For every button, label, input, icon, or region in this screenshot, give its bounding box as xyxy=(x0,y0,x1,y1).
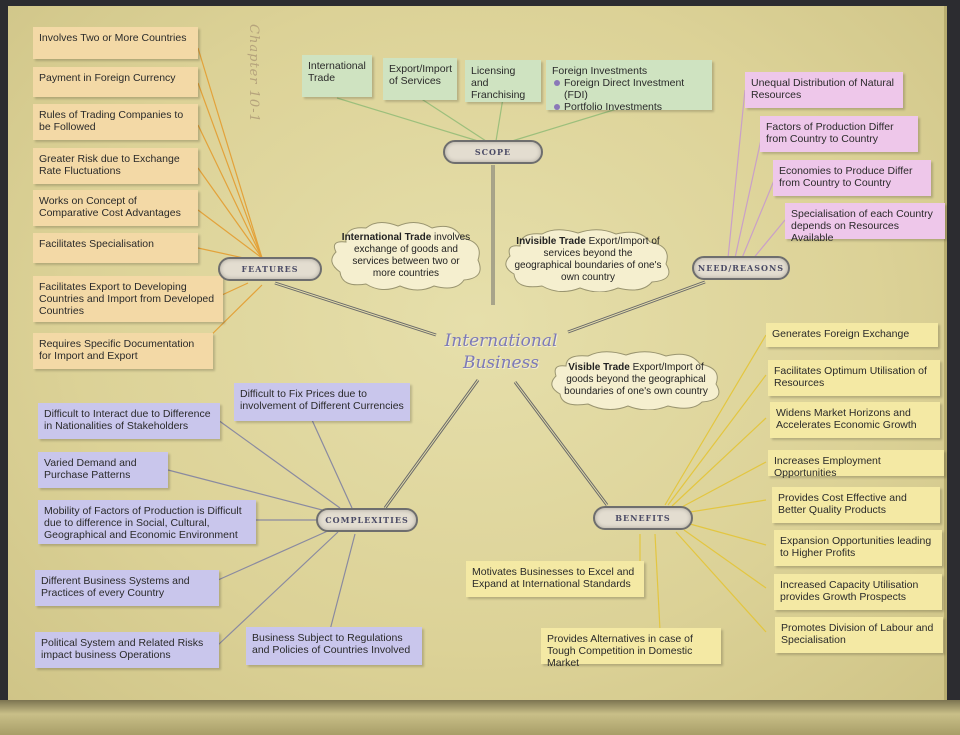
cloud-term: International Trade xyxy=(341,232,432,243)
need-item: Specialisation of each Country depends o… xyxy=(785,203,945,244)
feature-item: Works on Concept of Comparative Cost Adv… xyxy=(33,190,198,226)
center-title-line: Business xyxy=(462,353,540,373)
book-spine xyxy=(0,700,960,735)
complexity-item: Varied Demand and Purchase Patterns xyxy=(38,452,168,488)
benefit-item: Provides Alternatives in case of Tough C… xyxy=(541,628,721,669)
scope-item-foreign-investments: Foreign Investments Foreign Direct Inves… xyxy=(546,60,712,113)
benefit-item: Generates Foreign Exchange xyxy=(766,323,938,347)
need-item: Economies to Produce Differ from Country… xyxy=(773,160,931,196)
center-title: International Business xyxy=(436,330,566,374)
chapter-label: Chapter 10-1 xyxy=(246,24,261,123)
scope-item-services: Export/Import of Services xyxy=(383,58,457,100)
cloud-shape xyxy=(331,222,481,291)
center-title-line: International xyxy=(444,331,558,351)
complexity-item: Difficult to Interact due to Difference … xyxy=(38,403,220,439)
cloud-text: involves exchange of goods and services … xyxy=(352,232,471,279)
cloud-invisible-trade: Invisible Trade Export/Import of service… xyxy=(500,228,676,292)
cloud-term: Visible Trade xyxy=(568,362,630,373)
scope-fdi-title: Foreign Investments xyxy=(552,65,648,77)
cloud-term: Invisible Trade xyxy=(516,236,586,247)
benefit-item: Increased Capacity Utilisation provides … xyxy=(774,574,942,610)
benefit-item: Expansion Opportunities leading to Highe… xyxy=(774,530,942,566)
scope-fdi-bullet: Foreign Direct Investment (FDI) xyxy=(552,77,706,101)
cloud-visible-trade: Visible Trade Export/Import of goods bey… xyxy=(546,350,726,410)
feature-item: Requires Specific Documentation for Impo… xyxy=(33,333,213,369)
feature-item: Involves Two or More Countries xyxy=(33,27,198,59)
feature-item: Facilitates Export to Developing Countri… xyxy=(33,276,223,322)
hub-complexities: COMPLEXITIES xyxy=(316,508,418,532)
need-item: Factors of Production Differ from Countr… xyxy=(760,116,918,152)
benefit-item: Provides Cost Effective and Better Quali… xyxy=(772,487,940,523)
cloud-international-trade: International Trade involves exchange of… xyxy=(326,220,486,292)
scope-fdi-bullet: Portfolio Investments xyxy=(552,101,706,113)
hub-need: NEED/REASONS xyxy=(692,256,790,280)
feature-item: Payment in Foreign Currency xyxy=(33,67,198,97)
benefit-item: Promotes Division of Labour and Speciali… xyxy=(775,617,943,653)
benefit-item: Increases Employment Opportunities xyxy=(768,450,944,479)
benefit-item: Motivates Businesses to Excel and Expand… xyxy=(466,561,644,597)
scope-item-licensing: Licensing and Franchising xyxy=(465,60,541,102)
cloud-shape xyxy=(505,229,670,292)
cloud-text: Export/Import of services beyond the geo… xyxy=(514,236,662,283)
cloud-text: Export/Import of goods beyond the geogra… xyxy=(564,362,708,397)
complexity-item: Mobility of Factors of Production is Dif… xyxy=(38,500,256,544)
complexity-item: Political System and Related Risks impac… xyxy=(35,632,219,668)
hub-scope: SCOPE xyxy=(443,140,543,164)
benefit-item: Facilitates Optimum Utilisation of Resou… xyxy=(768,360,940,396)
feature-item: Greater Risk due to Exchange Rate Fluctu… xyxy=(33,148,198,184)
complexity-item: Difficult to Fix Prices due to involveme… xyxy=(234,383,410,421)
need-item: Unequal Distribution of Natural Resource… xyxy=(745,72,903,108)
hub-benefits: BENEFITS xyxy=(593,506,693,530)
complexity-item: Different Business Systems and Practices… xyxy=(35,570,219,606)
cloud-shape xyxy=(551,351,720,410)
scope-item-international-trade: International Trade xyxy=(302,55,372,97)
feature-item: Rules of Trading Companies to be Followe… xyxy=(33,104,198,140)
feature-item: Facilitates Specialisation xyxy=(33,233,198,263)
hub-features: FEATURES xyxy=(218,257,322,281)
benefit-item: Widens Market Horizons and Accelerates E… xyxy=(770,402,940,438)
complexity-item: Business Subject to Regulations and Poli… xyxy=(246,627,422,665)
